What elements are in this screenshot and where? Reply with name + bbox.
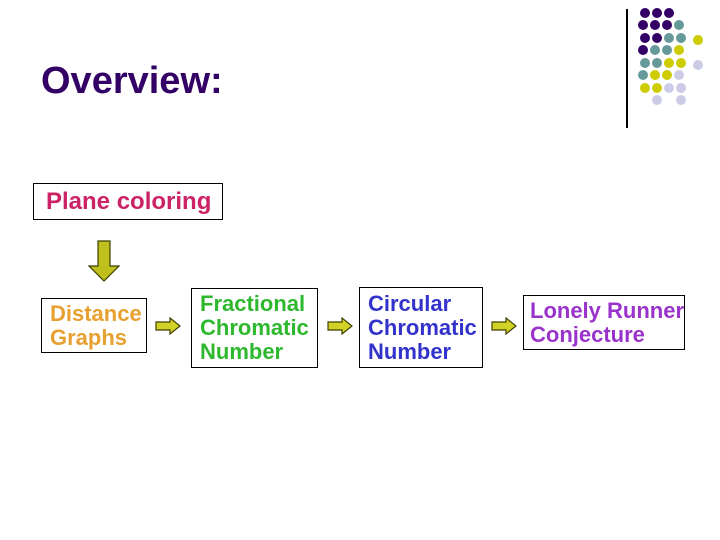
page-title: Overview: <box>41 60 223 102</box>
decorative-dot <box>676 83 686 93</box>
decorative-dot <box>664 8 674 18</box>
arrow-right-icon <box>491 317 517 335</box>
decorative-dot <box>664 58 674 68</box>
decorative-dot <box>640 33 650 43</box>
decorative-vertical-line <box>626 9 628 128</box>
box-plane-coloring: Plane coloring <box>33 183 223 220</box>
decorative-dot <box>650 70 660 80</box>
decorative-dot <box>674 45 684 55</box>
decorative-dot <box>650 20 660 30</box>
box-fractional-chromatic-number-label: Fractional Chromatic Number <box>200 291 309 364</box>
arrow-down-icon <box>88 240 120 282</box>
decorative-dot <box>674 20 684 30</box>
box-circular-chromatic-number: Circular Chromatic Number <box>359 287 483 368</box>
decorative-dot <box>652 95 662 105</box>
decorative-dot <box>652 83 662 93</box>
decorative-dot <box>693 35 703 45</box>
decorative-dot <box>638 45 648 55</box>
decorative-dot <box>652 58 662 68</box>
decorative-dot <box>650 45 660 55</box>
decorative-dot <box>640 58 650 68</box>
box-distance-graphs-label: Distance Graphs <box>50 300 142 350</box>
box-plane-coloring-label: Plane coloring <box>46 187 212 215</box>
arrow-right-icon <box>155 317 181 335</box>
decorative-dot <box>638 20 648 30</box>
decorative-dot <box>693 60 703 70</box>
decorative-dot <box>664 33 674 43</box>
box-fractional-chromatic-number: Fractional Chromatic Number <box>191 288 318 368</box>
decorative-dot <box>640 83 650 93</box>
decorative-dot <box>676 33 686 43</box>
decorative-dot <box>662 70 672 80</box>
decorative-dot <box>640 8 650 18</box>
box-lonely-runner-conjecture: Lonely Runner Conjecture <box>523 295 685 350</box>
decorative-dot <box>674 70 684 80</box>
decorative-dot <box>638 70 648 80</box>
decorative-dot <box>676 95 686 105</box>
decorative-dot <box>652 33 662 43</box>
decorative-dot <box>662 20 672 30</box>
decorative-dot <box>676 58 686 68</box>
arrow-right-icon <box>327 317 353 335</box>
box-circular-chromatic-number-label: Circular Chromatic Number <box>368 290 477 364</box>
decorative-dot <box>664 83 674 93</box>
decorative-dot <box>662 45 672 55</box>
box-lonely-runner-conjecture-label: Lonely Runner Conjecture <box>530 297 685 347</box>
decorative-dot <box>652 8 662 18</box>
box-distance-graphs: Distance Graphs <box>41 298 147 353</box>
